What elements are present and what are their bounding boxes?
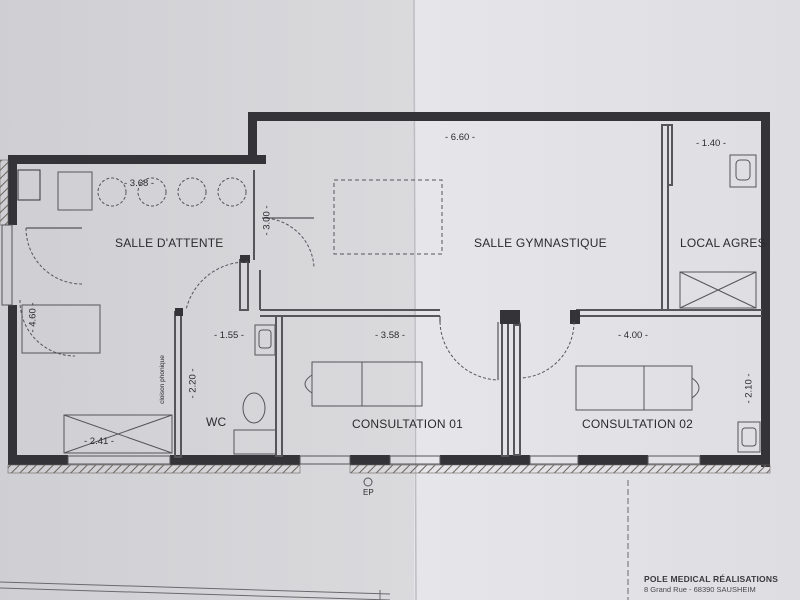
- dimension-2-20: - 2.20 -: [187, 368, 199, 399]
- paper-left: [0, 0, 414, 600]
- cloison-phonique-note: cloison phonique: [158, 355, 166, 404]
- wc-fixtures: [233, 324, 277, 455]
- dimension-2-10: - 2.10 -: [743, 373, 755, 404]
- doors: [19, 217, 575, 381]
- title-block: POLE MEDICAL RÉALISATIONS 8 Grand Rue - …: [644, 574, 800, 594]
- ep-label: EP: [363, 488, 374, 497]
- dimension-3-68: - 3.68 -: [124, 178, 155, 189]
- consult-beds: [304, 361, 761, 453]
- exterior-walls: [8, 112, 770, 467]
- dimension-4-60: - 4.60 -: [27, 302, 39, 333]
- dimension-3-00: - 3.00 -: [261, 205, 273, 236]
- dimension-3-58: - 3.58 -: [375, 330, 406, 341]
- door-leaves: [26, 217, 521, 380]
- ep-marker: [363, 477, 373, 487]
- paper-fold: [413, 0, 417, 600]
- wall-blocks: [175, 255, 580, 324]
- room-local-agres: LOCAL AGRES: [680, 236, 766, 250]
- room-consultation-01: CONSULTATION 01: [352, 417, 464, 431]
- windows: [1, 224, 701, 465]
- waiting-furniture: [17, 169, 247, 454]
- title-frame: [0, 480, 629, 600]
- interior-walls: [174, 124, 762, 458]
- company-address: 8 Grand Rue - 68390 SAUSHEIM: [644, 585, 756, 594]
- agres-fixtures: [679, 154, 757, 309]
- dimension-6-60: - 6.60 -: [445, 132, 476, 143]
- company-name: POLE MEDICAL RÉALISATIONS: [644, 574, 779, 584]
- dimension-1-55: - 1.55 -: [214, 330, 245, 341]
- facade-hatch: [0, 159, 771, 474]
- room-salle-gymnastique: SALLE GYMNASTIQUE: [474, 236, 607, 250]
- room-consultation-02: CONSULTATION 02: [582, 417, 694, 431]
- dimension-2-41: - 2.41 -: [84, 436, 115, 447]
- room-salle-attente: SALLE D'ATTENTE: [115, 236, 224, 250]
- paper-right: [414, 0, 800, 600]
- dimension-1-40: - 1.40 -: [696, 138, 727, 149]
- dimension-4-00: - 4.00 -: [618, 330, 649, 341]
- room-wc: WC: [206, 415, 227, 429]
